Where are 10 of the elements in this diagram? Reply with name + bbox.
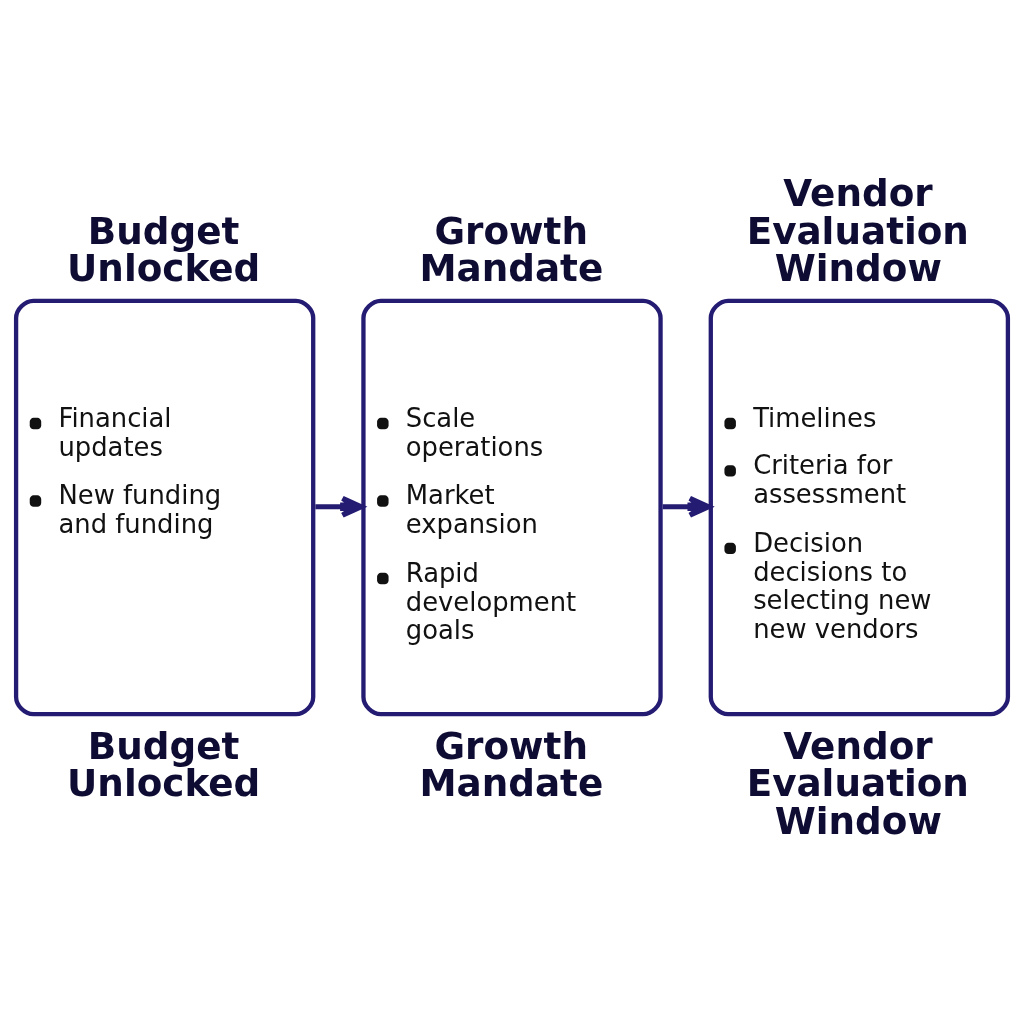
node-label: Vendor Evaluation Window	[746, 723, 969, 843]
node-label: Growth Mandate	[419, 723, 604, 805]
node-box: Timelines Criteria for assessment Decision decisions to selecting new new vendors	[708, 298, 1011, 716]
arrow	[662, 495, 712, 518]
node-label: Vendor Evaluation Window	[746, 170, 969, 290]
node-label: Growth Mandate	[419, 208, 604, 290]
node-box: Scale operations Market expansion Rapid development goals	[361, 298, 663, 716]
node-box: Financial updates New funding and funding	[13, 298, 316, 716]
node-label: Budget Unlocked	[67, 208, 261, 290]
node-label: Budget Unlocked	[67, 723, 261, 805]
